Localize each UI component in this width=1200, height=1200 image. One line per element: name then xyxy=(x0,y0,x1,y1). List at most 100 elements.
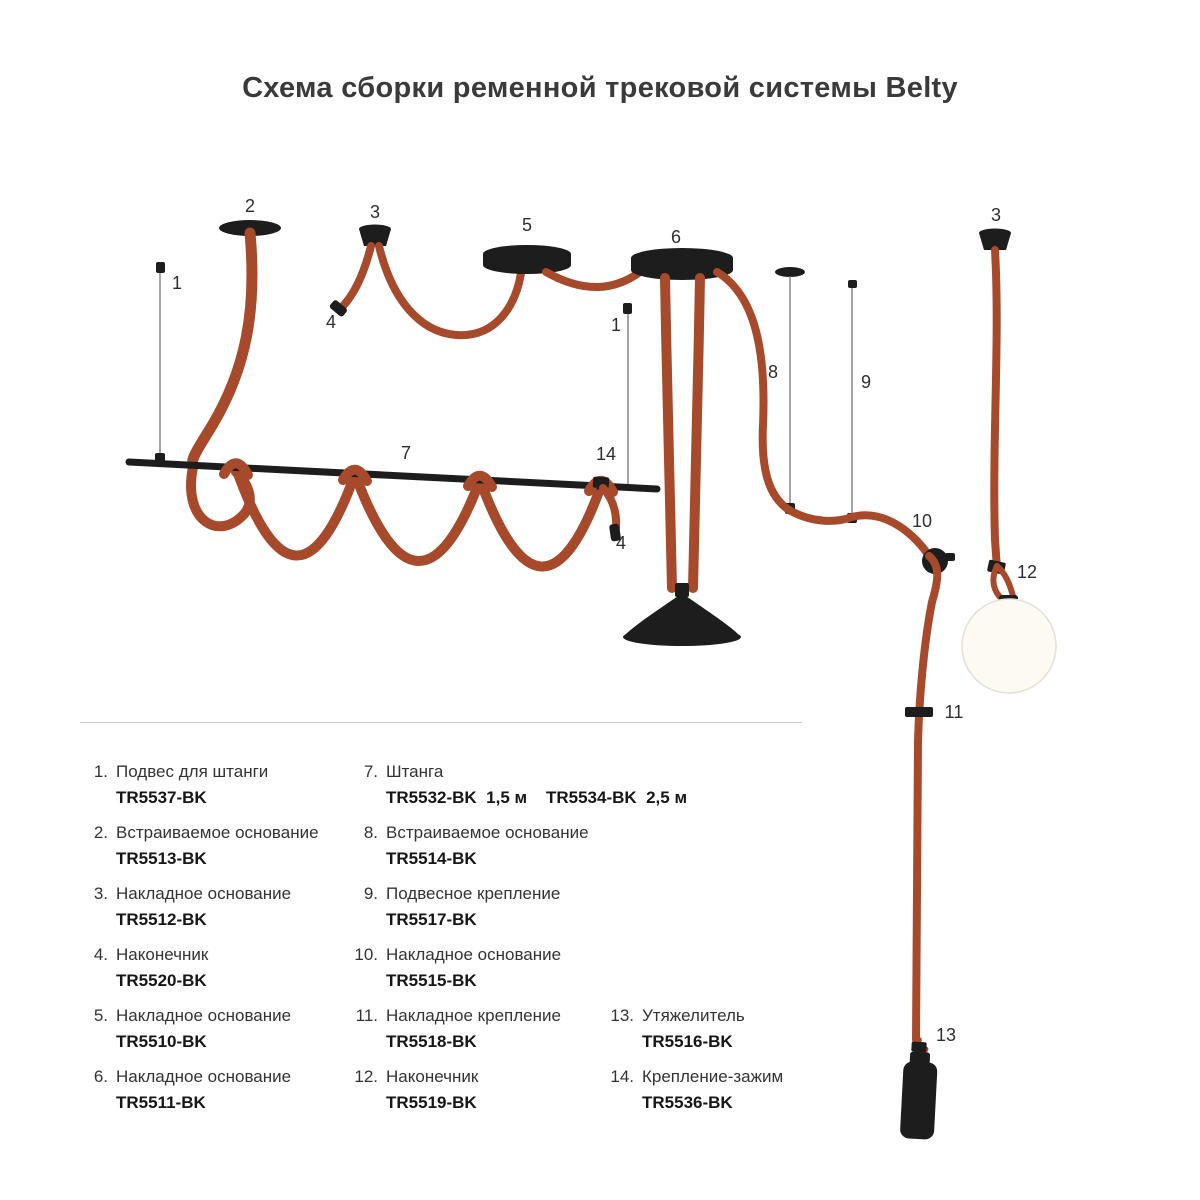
globe-diffuser xyxy=(961,598,1057,694)
legend-item-number: 1. xyxy=(93,762,108,781)
belt-tip-4-right xyxy=(609,523,621,542)
legend-item-name: 14.Крепление-зажим xyxy=(608,1066,878,1087)
legend-item-code: TR5537-BK xyxy=(116,788,207,807)
legend-item-label: Наконечник xyxy=(116,945,209,964)
hanging-mount-9 xyxy=(847,280,857,523)
legend-item-number: 9. xyxy=(363,884,378,903)
legend-item-label: Штанга xyxy=(386,762,444,781)
belts-to-cone xyxy=(660,273,705,593)
legend-item-name: 3.Накладное основание xyxy=(82,883,352,904)
surface-base-6 xyxy=(631,248,733,280)
legend-item-label: Встраиваемое основание xyxy=(386,823,589,842)
belt-scallops xyxy=(231,463,606,572)
legend-item-number: 7. xyxy=(363,762,378,781)
legend-item-code: TR5520-BK xyxy=(116,971,207,990)
legend-item-name: 7. Штанга xyxy=(352,761,622,782)
cone-shade xyxy=(623,583,741,646)
legend-item-label: Накладное основание xyxy=(116,1006,292,1025)
legend-item-code: TR5518-BK xyxy=(386,1032,477,1051)
legend-item-name: 8. Встраиваемое основание xyxy=(352,822,622,843)
legend-item-code: TR5514-BK xyxy=(386,849,477,868)
clamp-11 xyxy=(905,707,933,717)
legend-item-label: Накладное основание xyxy=(116,1067,292,1086)
legend-item-name: 4. Наконечник xyxy=(82,944,352,965)
legend-item-label: Накладное основание xyxy=(386,945,562,964)
legend-item-code: TR5536-BK xyxy=(642,1093,733,1112)
legend-item-name: 11. Накладное крепление xyxy=(352,1005,622,1026)
legend-item-label: Подвесное крепление xyxy=(386,884,561,903)
callout-5: 5 xyxy=(522,215,532,235)
legend-item-code: TR5510-BK xyxy=(116,1032,207,1051)
legend-item-number: 11. xyxy=(355,1006,378,1025)
legend-item-name: 12.Наконечник xyxy=(352,1066,622,1087)
rod-hanger-1-right xyxy=(623,303,632,484)
callout-14: 14 xyxy=(596,444,616,464)
weight-13 xyxy=(900,1036,938,1140)
surface-base-5 xyxy=(483,245,571,274)
legend-item-name: 10. Накладное основание xyxy=(352,944,622,965)
legend-item-code: TR5519-BK xyxy=(386,1093,477,1112)
legend-item-label: Встраиваемое основание xyxy=(116,823,319,842)
legend-item-name: 5. Накладное основание xyxy=(82,1005,352,1026)
legend-item-name: 9. Подвесное крепление xyxy=(352,883,622,904)
legend-item-label: Утяжелитель xyxy=(642,1006,745,1025)
belt-cup3-run xyxy=(329,242,525,340)
legend-item-label: Подвес для штанги xyxy=(116,762,269,781)
legend-item-number: 8. xyxy=(363,823,378,842)
legend-item-number: 10. xyxy=(354,945,378,964)
legend-item-number: 5. xyxy=(93,1006,108,1025)
legend-item-code: TR5515-BK xyxy=(386,971,477,990)
callout-3-left: 3 xyxy=(370,202,380,222)
callout-7: 7 xyxy=(401,443,411,463)
legend-divider xyxy=(80,722,802,723)
legend-item-name: 6. Накладное основание xyxy=(82,1066,352,1087)
callout-6: 6 xyxy=(671,227,681,247)
callout-10: 10 xyxy=(912,511,932,531)
legend-item-code: TR5513-BK xyxy=(116,849,207,868)
callout-1-left: 1 xyxy=(172,273,182,293)
legend-item-number: 12. xyxy=(354,1067,378,1086)
rod-hanger-1-left xyxy=(155,262,165,462)
legend-item-number: 6. xyxy=(93,1067,108,1086)
callout-2: 2 xyxy=(245,196,255,216)
legend-item-name: 1. Подвес для штанги xyxy=(82,761,352,782)
legend-item-name: 2. Встраиваемое основание xyxy=(82,822,352,843)
legend-item-label: Накладное основание xyxy=(116,884,292,903)
callout-13: 13 xyxy=(936,1025,956,1045)
callout-8: 8 xyxy=(768,362,778,382)
legend-item-code: TR5517-BK xyxy=(386,910,477,929)
legend-item-code: TR5512-BK xyxy=(116,910,207,929)
callout-9: 9 xyxy=(861,372,871,392)
clamp-14 xyxy=(592,476,621,542)
legend-item-number: 2. xyxy=(93,823,108,842)
surface-base-3-right xyxy=(979,228,1011,250)
callout-1-right: 1 xyxy=(611,315,621,335)
callout-12: 12 xyxy=(1017,562,1037,582)
callout-4-right: 4 xyxy=(616,533,626,553)
legend-item-code: TR5516-BK xyxy=(642,1032,733,1051)
belt-tip-4-left xyxy=(329,300,347,317)
legend-item-label: Крепление-зажим xyxy=(642,1067,784,1086)
page-title: Схема сборки ременной трековой системы B… xyxy=(242,72,958,104)
legend-item-number: 13. xyxy=(610,1006,634,1025)
long-drop-belt xyxy=(912,552,942,1044)
surface-base-3-left xyxy=(359,224,391,246)
legend-item-label: Накладное крепление xyxy=(386,1006,561,1025)
legend-item-number: 4. xyxy=(93,945,108,964)
